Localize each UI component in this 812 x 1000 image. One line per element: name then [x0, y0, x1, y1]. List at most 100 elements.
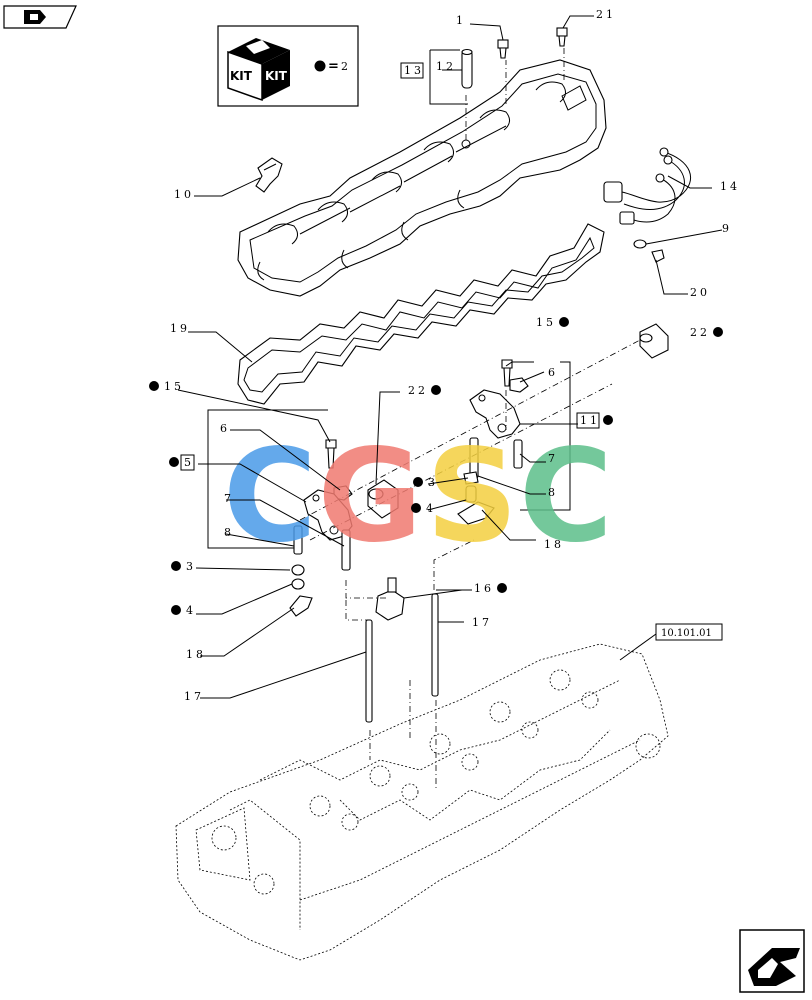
cap-part-3-left: [291, 564, 305, 576]
wiring-harness-14: [603, 147, 692, 225]
callout-number: 6: [220, 422, 230, 435]
callout-c12: 12: [436, 60, 453, 73]
assembly-lines: [299, 48, 641, 790]
cap-part-3-center: [463, 471, 479, 485]
rocker-part-18-left: [289, 595, 313, 617]
callout-number: 21: [596, 8, 616, 21]
callout-number: 10: [174, 188, 194, 201]
callout-c18a: 18: [544, 538, 564, 551]
callout-c3b: 3: [171, 560, 196, 573]
reference-code: 10.101.01: [661, 628, 712, 639]
kit-bullet-icon: [171, 605, 181, 615]
washer-part-9: [633, 239, 647, 249]
callout-number: 6: [548, 366, 558, 379]
callout-number: 7: [224, 492, 234, 505]
pin-part-8-left: [293, 525, 303, 555]
screw-part-21: [556, 27, 568, 47]
callout-number: 4: [426, 502, 436, 515]
screw-part-1: [497, 39, 509, 59]
kit-bullet-icon: [713, 327, 723, 337]
kit-bullet-icon: [413, 477, 423, 487]
kit-bullet-icon: [149, 381, 159, 391]
book-arrow-icon: [748, 948, 800, 986]
callout-number: 18: [544, 538, 564, 551]
bushing-part-22-right: [639, 323, 669, 359]
valve-cover: [237, 59, 607, 297]
callout-c5: 5: [169, 454, 195, 471]
callout-c15b: 15: [536, 316, 569, 329]
callout-number: 18: [186, 648, 206, 661]
group-brackets: [207, 49, 571, 549]
callout-number: 5: [184, 456, 194, 469]
kit-bullet-icon: [171, 561, 181, 571]
callout-c11: 11: [576, 412, 613, 429]
watermark-letter: S: [426, 422, 518, 571]
callout-c6b: 6: [548, 366, 558, 379]
bushing-part-22-left: [367, 479, 399, 519]
kit-bullet-icon: [314, 60, 326, 72]
callout-c13: 13: [400, 62, 424, 79]
screw-part-15-left: [325, 439, 337, 469]
leader-lines: [177, 15, 723, 699]
callout-number: 9: [722, 222, 732, 235]
kit-word-right: KIT: [265, 69, 288, 83]
next-page-button[interactable]: [739, 929, 805, 993]
callout-c7a: 7: [224, 492, 234, 505]
callout-number: 15: [164, 380, 184, 393]
callout-c16: 16: [474, 582, 507, 595]
callout-c9: 9: [722, 222, 732, 235]
clip-part-10: [255, 157, 283, 193]
callout-c8b: 8: [548, 486, 555, 499]
callout-c4a: 4: [411, 502, 436, 515]
nut-part-6-right: [509, 377, 529, 393]
callout-c15a: 15: [149, 380, 184, 393]
reference-link[interactable]: 10.101.01: [619, 623, 723, 661]
callout-number: 7: [548, 452, 558, 465]
valve-cover-gasket: [237, 223, 605, 405]
push-rod-17-left: [365, 619, 373, 723]
callout-number: 22: [690, 326, 710, 339]
callout-c19: 19: [170, 322, 190, 335]
callout-c4b: 4: [171, 604, 196, 617]
callout-number: 15: [536, 316, 556, 329]
kit-word-left: KIT: [230, 69, 253, 83]
kit-equals-value: 2: [341, 60, 348, 73]
callout-c7b: 7: [548, 452, 558, 465]
callout-c20: 20: [690, 286, 707, 299]
watermark-letter: C: [519, 422, 613, 571]
tappet-part-4-center: [465, 485, 477, 503]
callout-number: 19: [170, 322, 190, 335]
callout-number: 3: [186, 560, 196, 573]
svg-text:=: =: [328, 59, 339, 74]
callout-c10: 10: [174, 188, 194, 201]
kit-bullet-icon: [559, 317, 569, 327]
pin-part-12: [461, 48, 473, 89]
callout-number: 16: [474, 582, 494, 595]
kit-bullet-icon: [431, 385, 441, 395]
callout-number: 17: [184, 690, 204, 703]
book-arrow-icon: [24, 10, 46, 24]
kit-legend: KIT KIT = 2: [217, 25, 359, 107]
previous-page-button[interactable]: [3, 5, 77, 29]
callout-number: 4: [186, 604, 196, 617]
callout-number: 8: [224, 526, 234, 539]
screw-part-20: [651, 249, 665, 263]
callout-number: 11: [580, 414, 600, 427]
screw-part-15-right: [501, 359, 513, 387]
stud-part-7-left: [341, 529, 351, 571]
callout-number: 1: [456, 14, 466, 27]
callout-c21: 21: [596, 8, 616, 21]
callout-c6a: 6: [220, 422, 230, 435]
kit-bullet-icon: [603, 415, 613, 425]
callout-number: 17: [472, 616, 492, 629]
callout-c1: 1: [456, 14, 466, 27]
tappet-part-4-left: [291, 578, 305, 590]
callout-number: 3: [428, 476, 438, 489]
callout-c22a: 22: [408, 384, 441, 397]
kit-bullet-icon: [411, 503, 421, 513]
callout-c18b: 18: [186, 648, 206, 661]
connector-part-16: [375, 577, 405, 621]
